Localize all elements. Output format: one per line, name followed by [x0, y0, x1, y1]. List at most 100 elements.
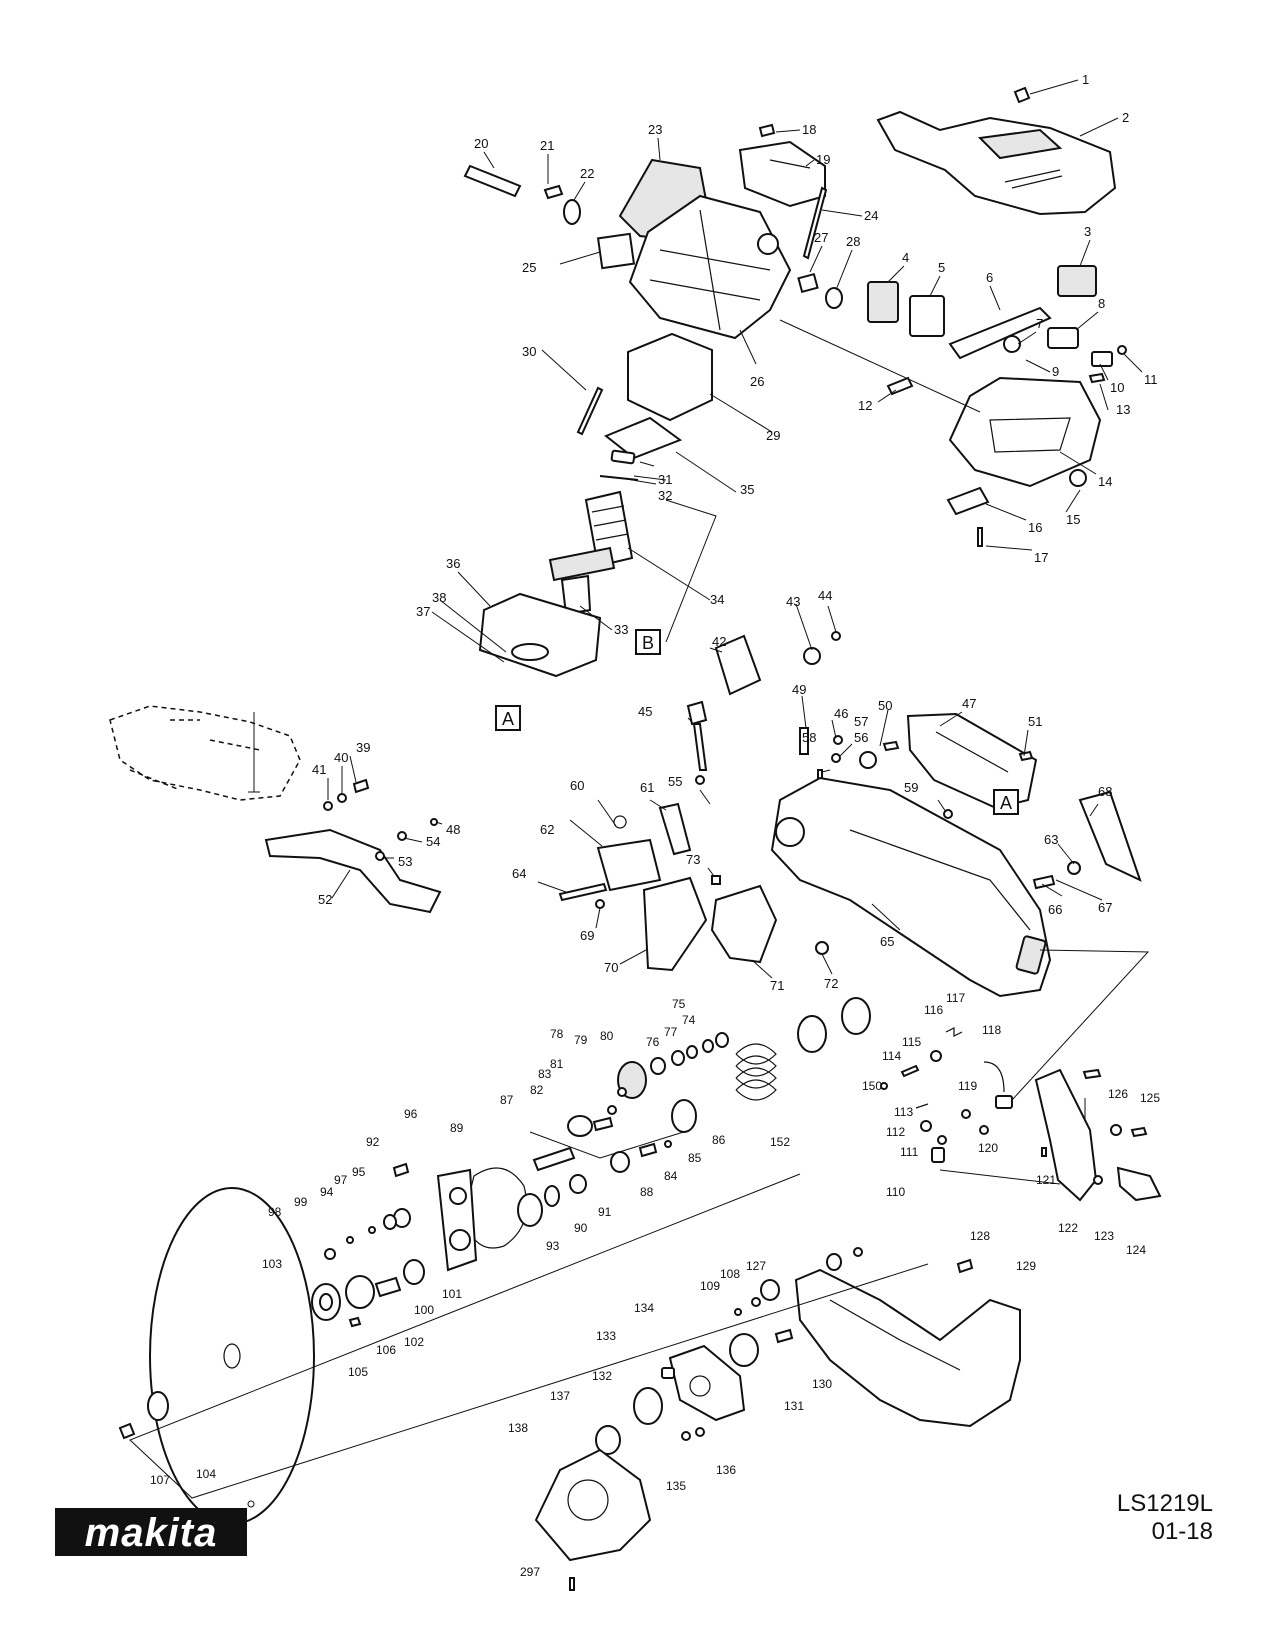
part-label-45: 45	[638, 704, 652, 719]
part-label-8: 8	[1098, 296, 1105, 311]
arm-linkage-drawing	[109, 705, 442, 914]
part-label-98: 98	[268, 1205, 282, 1219]
part-label-11: 11	[1144, 372, 1158, 387]
box-label-a-lower: A	[502, 709, 514, 729]
part-label-112: 112	[886, 1125, 905, 1139]
grouping-lines	[129, 319, 1150, 1499]
part-label-27: 27	[814, 230, 828, 245]
part-label-85: 85	[688, 1151, 702, 1165]
leader-lines	[327, 79, 1143, 979]
part-label-88: 88	[640, 1185, 654, 1199]
part-label-13: 13	[1116, 402, 1130, 417]
part-label-86: 86	[712, 1133, 726, 1147]
part-label-102: 102	[404, 1335, 424, 1349]
part-label-32: 32	[658, 488, 672, 503]
part-label-95: 95	[352, 1165, 366, 1179]
part-label-126: 126	[1108, 1087, 1128, 1101]
part-label-24: 24	[864, 208, 878, 223]
part-label-42: 42	[712, 634, 726, 649]
part-label-118: 118	[982, 1023, 1001, 1037]
part-label-35: 35	[740, 482, 754, 497]
part-label-103: 103	[262, 1257, 282, 1271]
part-label-87: 87	[500, 1093, 514, 1107]
part-label-31: 31	[658, 472, 672, 487]
blade-guard-drawing	[534, 1247, 1021, 1591]
part-label-2: 2	[1122, 110, 1129, 125]
part-label-36: 36	[446, 556, 460, 571]
part-label-120: 120	[978, 1141, 998, 1155]
part-label-53: 53	[398, 854, 412, 869]
part-label-128: 128	[970, 1229, 990, 1243]
part-label-100: 100	[414, 1303, 434, 1317]
part-label-123: 123	[1094, 1229, 1114, 1243]
part-label-43: 43	[786, 594, 800, 609]
part-label-113: 113	[894, 1105, 913, 1119]
part-label-75: 75	[672, 997, 686, 1011]
safety-linkage-drawing	[880, 1027, 1162, 1202]
part-label-44: 44	[818, 588, 832, 603]
part-label-56: 56	[854, 730, 868, 745]
part-label-58: 58	[802, 730, 816, 745]
part-label-37: 37	[416, 604, 430, 619]
part-label-67: 67	[1098, 900, 1112, 915]
part-label-114: 114	[882, 1049, 901, 1063]
part-label-68: 68	[1098, 784, 1112, 799]
part-label-30: 30	[522, 344, 536, 359]
part-number-labels: 1 2 3 4 5 6 7 8 9 10 11 12 13 14 15 16 1…	[150, 72, 1160, 1579]
part-label-26: 26	[750, 374, 764, 389]
reference-box-labels: B A A	[495, 629, 1019, 815]
part-label-60: 60	[570, 778, 584, 793]
part-label-7: 7	[1036, 316, 1043, 331]
part-label-133: 133	[596, 1329, 616, 1343]
part-label-50: 50	[878, 698, 892, 713]
part-label-51: 51	[1028, 714, 1042, 729]
part-label-25: 25	[522, 260, 536, 275]
part-label-22: 22	[580, 166, 594, 181]
part-label-12: 12	[858, 398, 872, 413]
part-label-17: 17	[1034, 550, 1048, 565]
part-label-74: 74	[682, 1013, 696, 1027]
part-label-76: 76	[646, 1035, 660, 1049]
part-label-61: 61	[640, 780, 654, 795]
part-label-115: 115	[902, 1035, 921, 1049]
part-label-1: 1	[1082, 72, 1089, 87]
gear-train-drawing	[298, 997, 871, 1346]
part-label-20: 20	[474, 136, 488, 151]
part-label-117: 117	[946, 991, 965, 1005]
part-label-62: 62	[540, 822, 554, 837]
revision-date: 01-18	[1151, 1518, 1213, 1545]
part-label-132: 132	[592, 1369, 612, 1383]
part-label-129: 129	[1016, 1259, 1036, 1273]
part-label-136: 136	[716, 1463, 736, 1477]
part-label-96: 96	[404, 1107, 418, 1121]
part-label-106: 106	[376, 1343, 396, 1357]
handle-assembly-drawing	[463, 86, 1127, 696]
part-label-48: 48	[446, 822, 460, 837]
part-label-34: 34	[710, 592, 724, 607]
part-label-38: 38	[432, 590, 446, 605]
part-label-92: 92	[366, 1135, 380, 1149]
part-label-109: 109	[700, 1279, 720, 1293]
part-label-71: 71	[770, 978, 784, 993]
model-number: LS1219L	[1116, 1490, 1213, 1517]
part-label-107: 107	[150, 1473, 170, 1487]
box-label-a-housing: A	[1000, 793, 1012, 813]
part-label-16: 16	[1028, 520, 1042, 535]
part-label-108: 108	[720, 1267, 740, 1281]
part-label-138: 138	[508, 1421, 528, 1435]
part-label-63: 63	[1044, 832, 1058, 847]
part-label-52: 52	[318, 892, 332, 907]
part-label-4: 4	[902, 250, 909, 265]
part-label-19: 19	[816, 152, 830, 167]
part-label-110: 110	[886, 1185, 905, 1199]
part-label-64: 64	[512, 866, 526, 881]
part-label-89: 89	[450, 1121, 464, 1135]
part-label-80: 80	[600, 1029, 614, 1043]
part-label-54: 54	[426, 834, 440, 849]
part-label-111: 111	[900, 1145, 919, 1159]
part-label-131: 131	[784, 1399, 804, 1413]
part-label-121: 121	[1036, 1173, 1056, 1187]
part-label-49: 49	[792, 682, 806, 697]
part-label-97: 97	[334, 1173, 348, 1187]
